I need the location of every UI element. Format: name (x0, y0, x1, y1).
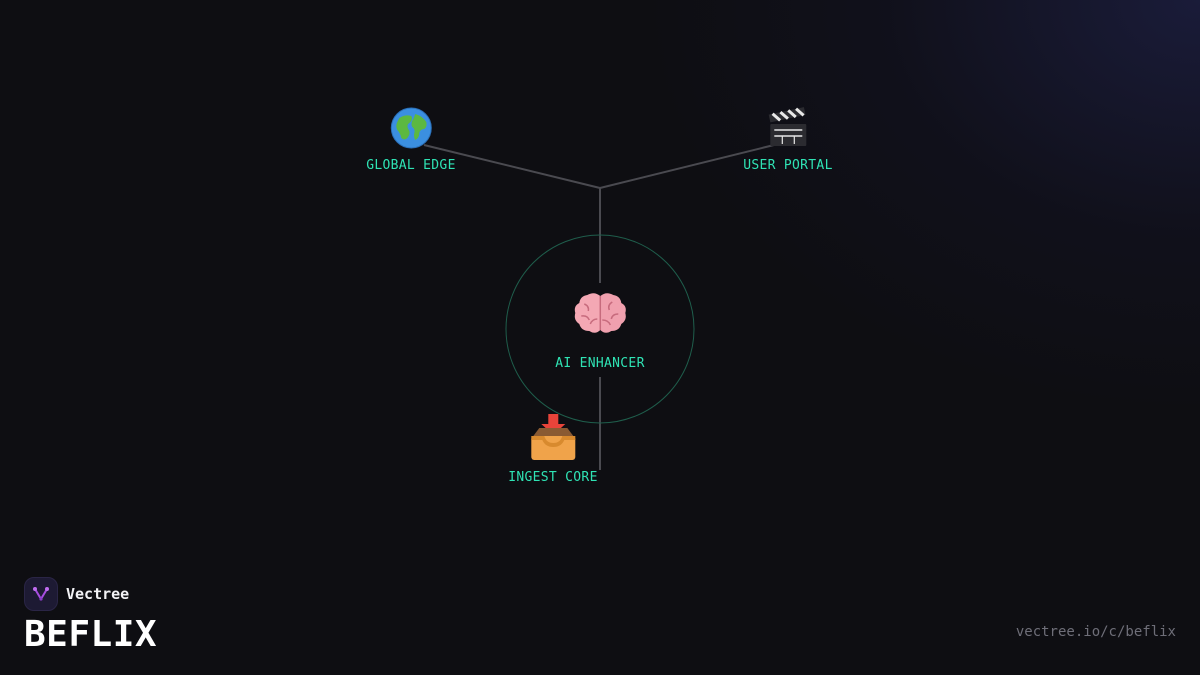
globe-icon (389, 106, 433, 150)
node-ingest-core[interactable]: INGEST CORE (508, 412, 597, 485)
project-title: BEFLIX (24, 614, 158, 655)
inbox-tray-icon (527, 412, 579, 462)
node-user-portal[interactable]: USER PORTAL (743, 106, 832, 173)
node-label: AI ENHANCER (555, 356, 645, 371)
node-global-edge[interactable]: GLOBAL EDGE (366, 106, 455, 173)
project-url[interactable]: vectree.io/c/beflix (1015, 624, 1176, 640)
node-label: USER PORTAL (743, 158, 833, 173)
node-label: GLOBAL EDGE (366, 158, 456, 173)
branding: Vectree BEFLIX (24, 577, 157, 655)
brand-name: Vectree (66, 585, 130, 603)
edge-user-portal-junction (599, 144, 775, 189)
clapperboard-icon (766, 106, 810, 150)
edge-global-edge-junction (423, 144, 601, 189)
node-label: INGEST CORE (508, 470, 598, 485)
node-ai-enhancer[interactable]: AI ENHANCER (555, 290, 644, 371)
brain-icon (572, 290, 628, 336)
vectree-logo-icon (24, 577, 58, 611)
highlight-ring (505, 234, 695, 424)
